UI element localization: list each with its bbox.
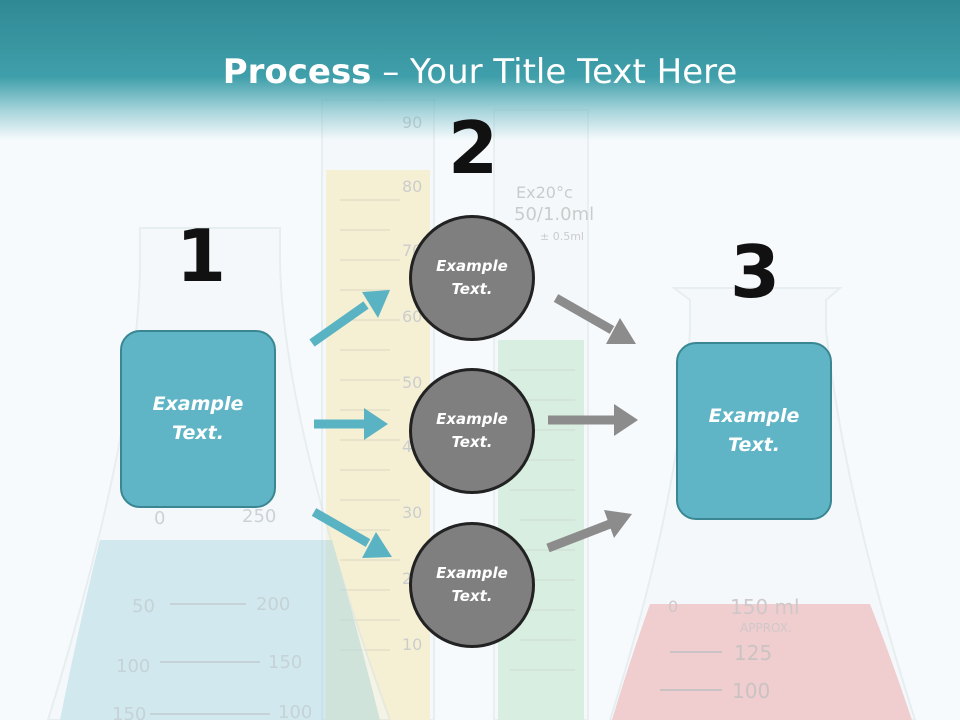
right-box-text: Example Text. (708, 405, 800, 456)
arrow-from-bottom-circle (546, 510, 632, 553)
title-rest: – Your Title Text Here (371, 52, 738, 92)
cyl-left-mark-30: 30 (402, 503, 422, 522)
flask-left-mark-250: 250 (242, 506, 276, 527)
left-box-text: Example Text. (152, 393, 244, 444)
middle-circle-text: Example Text. (436, 410, 508, 451)
cyl-right-mark-capacity: 50/1.0ml (514, 204, 594, 225)
step-number-1: 1 (176, 214, 227, 298)
top-circle[interactable]: Example Text. (409, 215, 535, 341)
flask-right-mark-125: 125 (734, 641, 772, 665)
bottom-circle[interactable]: Example Text. (409, 522, 535, 648)
arrow-from-top-circle (553, 294, 636, 344)
flask-right-mark-0: 0 (668, 597, 678, 616)
middle-circle[interactable]: Example Text. (409, 368, 535, 494)
flask-left-mark-50: 50 (132, 596, 155, 617)
flask-left-mark-100b: 100 (116, 656, 150, 677)
flask-right-mark-150: 150 ml (730, 595, 800, 619)
top-circle-text: Example Text. (436, 257, 508, 298)
cyl-left-mark-80: 80 (402, 177, 422, 196)
flask-left-mark-100: 100 (278, 702, 312, 720)
arrow-from-middle-circle (548, 404, 638, 436)
cyl-left-mark-60: 60 (402, 307, 422, 326)
page-title: Process – Your Title Text Here (0, 52, 960, 92)
flask-right-mark-100: 100 (732, 679, 770, 703)
header-band (0, 0, 960, 140)
step-number-3: 3 (730, 230, 781, 314)
step-number-2: 2 (448, 106, 499, 190)
arrow-to-bottom-circle (311, 508, 392, 558)
flask-left-mark-0: 0 (154, 508, 165, 529)
bottom-circle-text: Example Text. (436, 564, 508, 605)
right-text-box[interactable]: Example Text. (676, 342, 832, 520)
arrow-to-middle-circle (314, 408, 388, 440)
cyl-right-mark-temp: Ex20°c (516, 183, 573, 202)
cyl-right-mark-tolerance: ± 0.5ml (540, 230, 584, 243)
flask-left-mark-200: 200 (256, 594, 290, 615)
cyl-left-mark-50: 50 (402, 373, 422, 392)
cyl-left-mark-10: 10 (402, 635, 422, 654)
flask-left-mark-150b: 150 (112, 704, 146, 720)
left-text-box[interactable]: Example Text. (120, 330, 276, 508)
title-bold: Process (222, 52, 372, 92)
flask-right-mark-approx: APPROX. (740, 621, 792, 635)
flask-left-mark-150: 150 (268, 652, 302, 673)
arrow-to-top-circle (309, 290, 390, 347)
